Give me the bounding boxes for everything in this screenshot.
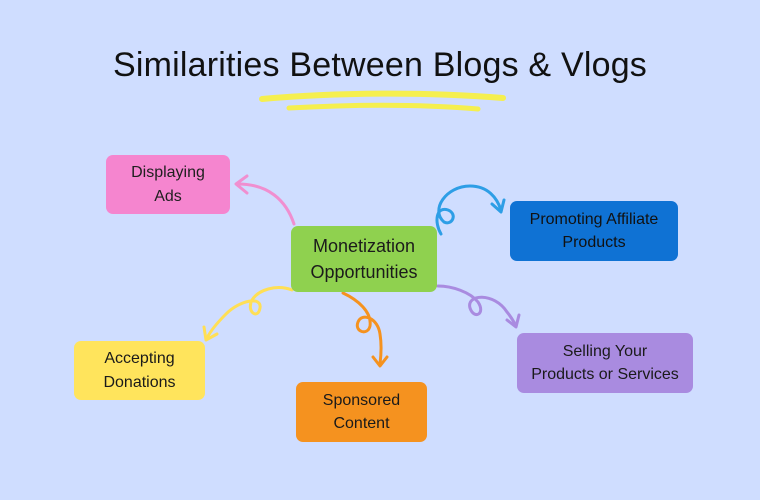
node-accepting-donations: Accepting Donations <box>74 341 205 400</box>
connector-affiliate <box>435 184 503 236</box>
node-selling-line2: Products or Services <box>531 366 679 383</box>
connector-ads <box>236 182 296 226</box>
node-displaying-ads: Displaying Ads <box>106 155 230 214</box>
arrowhead-affiliate <box>490 198 506 214</box>
node-sponsored-line2: Content <box>333 415 390 432</box>
connector-selling <box>436 284 518 328</box>
node-selling-products: Selling Your Products or Services <box>517 333 693 393</box>
node-sponsored-content: Sponsored Content <box>296 382 427 442</box>
connector-sponsored <box>341 291 383 366</box>
node-ads-line1: Displaying <box>131 164 205 182</box>
title-underline-stroke <box>286 102 481 112</box>
connector-donations <box>205 286 294 340</box>
node-affiliate-line1: Promoting Affiliate <box>529 210 659 228</box>
arrowhead-sponsored <box>371 355 389 368</box>
arrowhead-selling <box>505 313 521 329</box>
central-node-line1: Monetization <box>312 235 416 256</box>
title-underline-stroke <box>259 90 506 102</box>
node-affiliate-line2: Products <box>562 234 626 251</box>
arrowhead-donations <box>202 325 219 342</box>
arrowhead-ads <box>234 174 249 195</box>
node-donations-line2: Donations <box>103 373 176 391</box>
central-node-line2: Opportunities <box>310 262 418 282</box>
page-title: Similarities Between Blogs & Vlogs <box>112 46 648 84</box>
node-donations-line1: Accepting <box>104 350 175 368</box>
node-sponsored-line1: Sponsored <box>322 391 401 409</box>
node-promoting-affiliate: Promoting Affiliate Products <box>510 201 678 261</box>
node-ads-line2: Ads <box>154 187 182 205</box>
node-selling-line1: Selling Your <box>562 342 648 360</box>
central-node-monetization: Monetization Opportunities <box>291 226 437 292</box>
